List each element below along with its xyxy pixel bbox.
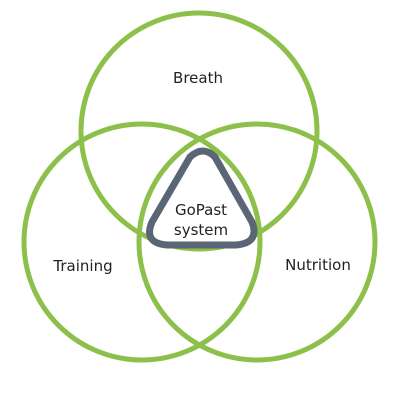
center-triangle <box>146 147 258 249</box>
center-label-line2: system <box>174 221 228 239</box>
label-training: Training <box>52 257 112 275</box>
label-nutrition: Nutrition <box>285 256 351 274</box>
circle-training <box>21 121 263 363</box>
center-label-line1: GoPast <box>175 201 227 219</box>
circle-breath <box>78 10 320 252</box>
label-breath: Breath <box>173 69 223 87</box>
circle-nutrition <box>136 121 378 363</box>
